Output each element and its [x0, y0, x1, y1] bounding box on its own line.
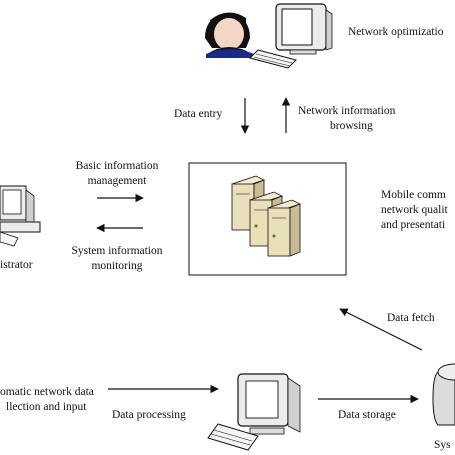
mobile-comm-line3: and presentati	[381, 219, 446, 231]
network-browsing-line2: browsing	[330, 120, 373, 132]
data-entry-label: Data entry	[174, 108, 223, 120]
processing-computer-icon	[207, 373, 301, 451]
auto-collection-label: omatic network data llection and input	[0, 385, 94, 415]
mobile-comm-line1: Mobile comm	[381, 189, 446, 201]
server-cluster-icon	[230, 175, 302, 257]
data-processing-label: Data processing	[112, 409, 186, 421]
administrator-computer-icon	[0, 185, 41, 247]
user-at-computer-icon	[205, 3, 333, 69]
data-fetch-arrow	[339, 308, 423, 351]
database-cylinder-icon	[432, 363, 455, 426]
mobile-comm-line2: network qualit	[381, 204, 448, 216]
basic-info-line1: Basic information	[75, 160, 159, 172]
basic-info-management-label: Basic information management	[62, 159, 172, 189]
network-browsing-label: Network information browsing	[298, 104, 410, 134]
mobile-comm-label: Mobile comm network qualit and presentat…	[381, 188, 448, 233]
auto-collection-line2: llection and input	[6, 401, 87, 413]
network-optimization-label: Network optimizatio	[348, 26, 444, 38]
auto-collection-line1: omatic network data	[0, 386, 94, 398]
administrator-label: istrator	[0, 259, 33, 271]
system-info-monitoring-label: System information monitoring	[58, 244, 176, 274]
data-storage-label: Data storage	[338, 409, 396, 421]
system-info-line2: monitoring	[91, 260, 143, 272]
basic-info-line2: management	[87, 175, 147, 187]
data-fetch-label: Data fetch	[387, 312, 435, 324]
system-info-line1: System information	[71, 245, 163, 257]
system-label: Sys	[434, 439, 451, 451]
network-browsing-line1: Network information	[298, 105, 396, 117]
